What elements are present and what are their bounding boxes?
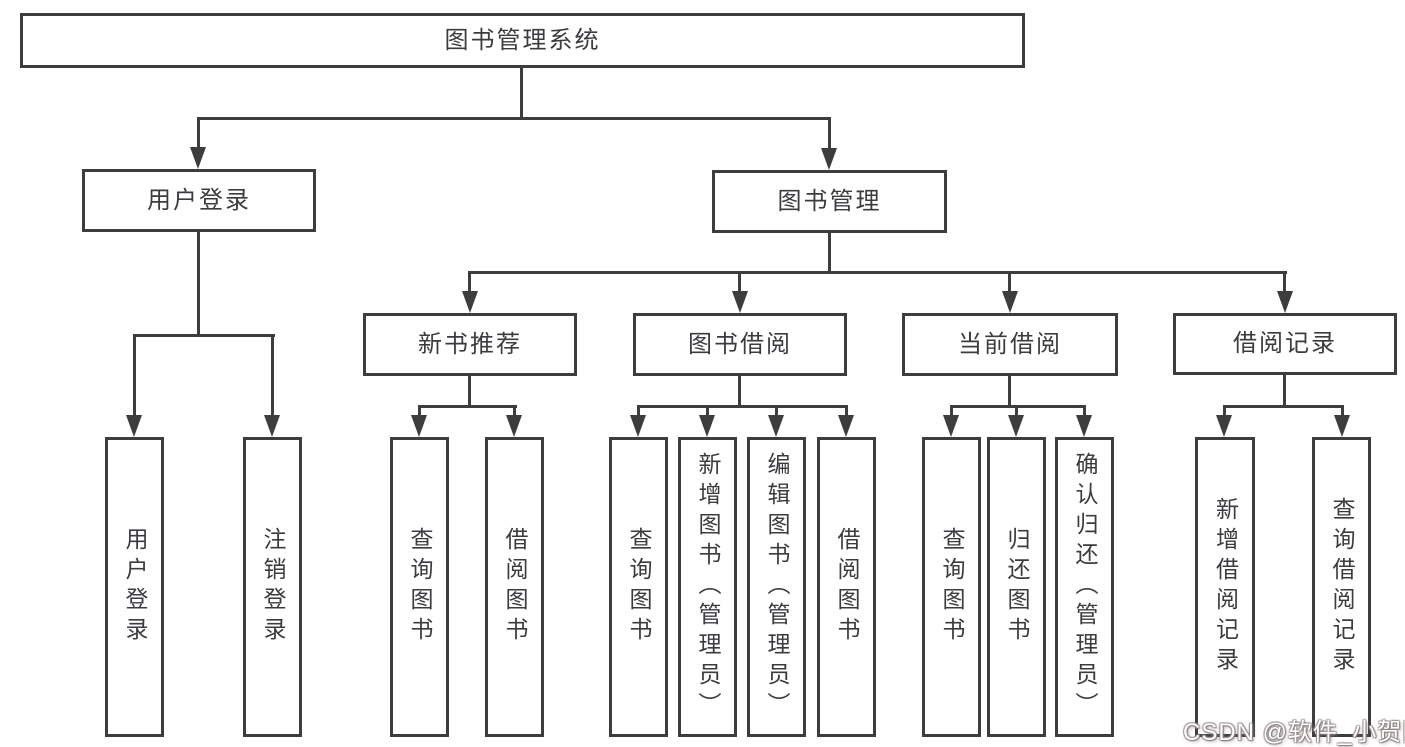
arrow-down-icon: [838, 415, 854, 437]
node-label: 用户登录: [147, 186, 251, 214]
leaf-query-books: 查询图书: [390, 437, 449, 737]
node-label: 图书管理系统: [444, 26, 601, 54]
connector-user-login-drop: [197, 117, 200, 151]
node-label: 新增图书（管理员）: [695, 452, 721, 722]
node-label: 图书管理: [777, 187, 882, 215]
arrow-down-icon: [821, 148, 837, 170]
arrow-down-icon: [732, 291, 748, 313]
connector-book-mgmt-stem: [828, 233, 831, 274]
connector-book-borrow-stem: [738, 376, 741, 407]
node-label: 归还图书: [1004, 527, 1030, 647]
arrow-down-icon: [768, 415, 784, 437]
arrow-down-icon: [411, 415, 427, 437]
node-current-borrowing: 当前借阅: [902, 313, 1118, 376]
connector-l3-drop: [738, 271, 741, 293]
arrow-down-icon: [1008, 415, 1024, 437]
arrow-down-icon: [190, 147, 206, 169]
leaf-query-borrow-record: 查询借阅记录: [1312, 437, 1371, 737]
connector-current-borrow-stem: [1008, 376, 1011, 407]
leaf-borrow-books: 借阅图书: [485, 437, 544, 737]
connector-borrow-records-branch: [1223, 405, 1344, 408]
leaf-edit-books-admin: 编辑图书（管理员）: [747, 437, 806, 737]
connector-leaf-drop: [950, 405, 953, 419]
node-root: 图书管理系统: [20, 13, 1025, 68]
arrow-down-icon: [264, 415, 280, 437]
node-label: 当前借阅: [958, 330, 1062, 358]
node-label: 编辑图书（管理员）: [764, 452, 790, 722]
leaf-add-borrow-record: 新增借阅记录: [1195, 437, 1255, 737]
connector-root-branch: [197, 117, 831, 120]
arrow-down-icon: [462, 291, 478, 313]
connector-leaf-drop: [513, 405, 516, 419]
node-label: 图书借阅: [688, 330, 792, 358]
connector-book-mgmt-branch: [468, 271, 1287, 274]
leaf-logout: 注销登录: [243, 437, 302, 737]
leaf-return-books: 归还图书: [987, 437, 1046, 737]
node-new-book-recommend: 新书推荐: [363, 313, 577, 376]
arrow-down-icon: [1277, 291, 1293, 313]
leaf-borrow-books: 借阅图书: [817, 437, 876, 737]
connector-leaf-drop: [637, 405, 640, 419]
connector-leaf-drop: [1015, 405, 1018, 419]
connector-leaf-drop: [271, 334, 274, 418]
leaf-add-books-admin: 新增图书（管理员）: [678, 437, 737, 737]
node-label: 注销登录: [260, 527, 286, 647]
arrow-down-icon: [699, 415, 715, 437]
connector-user-login-stem: [197, 232, 200, 336]
node-label: 借阅图书: [502, 527, 528, 647]
connector-borrow-records-stem: [1283, 374, 1286, 407]
connector-l3-drop: [1283, 271, 1286, 293]
node-label: 借阅记录: [1233, 330, 1337, 357]
arrow-down-icon: [506, 415, 522, 437]
arrow-down-icon: [1334, 415, 1350, 437]
connector-leaf-drop: [1223, 405, 1226, 419]
arrow-down-icon: [943, 415, 959, 437]
arrow-down-icon: [1002, 291, 1018, 313]
node-label: 借阅图书: [834, 527, 860, 647]
node-label: 查询图书: [407, 527, 433, 647]
node-label: 查询借阅记录: [1329, 497, 1355, 677]
connector-l3-drop: [1008, 271, 1011, 293]
node-label: 确认归还（管理员）: [1072, 452, 1098, 722]
leaf-query-books: 查询图书: [922, 437, 981, 737]
connector-leaf-drop: [845, 405, 848, 419]
node-label: 查询图书: [626, 527, 652, 647]
connector-leaf-drop: [775, 405, 778, 419]
connector-l3-drop: [468, 271, 471, 293]
node-label: 用户登录: [122, 527, 148, 647]
node-label: 新书推荐: [418, 330, 522, 358]
connector-leaf-drop: [133, 334, 136, 418]
connector-root-stem: [520, 68, 523, 119]
node-book-borrowing: 图书借阅: [633, 313, 847, 376]
leaf-user-login: 用户登录: [105, 437, 164, 737]
arrow-down-icon: [1216, 415, 1232, 437]
connector-leaf-drop: [1083, 405, 1086, 419]
connector-leaf-drop: [418, 405, 421, 419]
connector-book-mgmt-drop: [828, 117, 831, 151]
connector-book-borrow-branch: [637, 405, 848, 408]
node-book-management: 图书管理: [712, 170, 947, 233]
node-label: 查询图书: [939, 527, 965, 647]
connector-new-book-rec-stem: [468, 376, 471, 407]
connector-leaf-drop: [1341, 405, 1344, 419]
watermark: CSDN @软件_小贺同学: [1183, 719, 1405, 746]
connector-leaf-drop: [706, 405, 709, 419]
node-user-login: 用户登录: [82, 169, 316, 232]
arrow-down-icon: [1076, 415, 1092, 437]
arrow-down-icon: [630, 415, 646, 437]
node-label: 新增借阅记录: [1212, 497, 1239, 677]
leaf-confirm-return-admin: 确认归还（管理员）: [1055, 437, 1114, 737]
arrow-down-icon: [126, 415, 142, 437]
connector-new-book-rec-branch: [418, 405, 517, 408]
connector-current-borrow-branch: [950, 405, 1086, 408]
node-borrowing-records: 借阅记录: [1173, 313, 1397, 375]
connector-user-login-branch: [133, 334, 275, 337]
leaf-query-books: 查询图书: [609, 437, 668, 737]
